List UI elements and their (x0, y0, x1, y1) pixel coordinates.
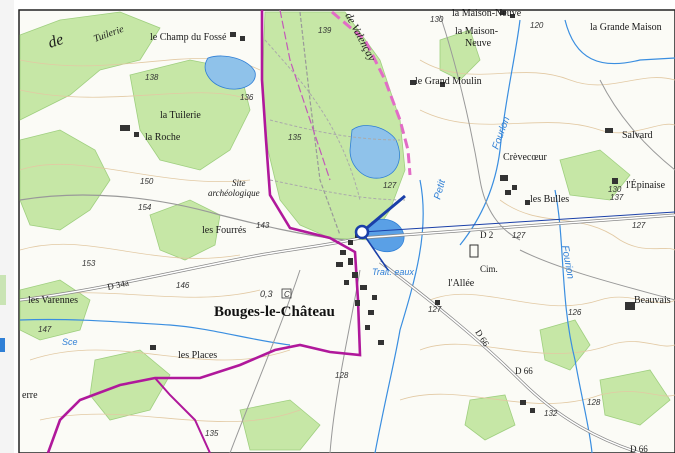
label-site: Site (232, 178, 246, 188)
label-erre: erre (22, 390, 38, 401)
svg-text:128: 128 (587, 398, 601, 407)
svg-text:135: 135 (288, 133, 302, 142)
label-cim: Cim. (480, 264, 498, 274)
label-le-champ-du-fosse: le Champ du Fossé (150, 32, 227, 43)
left-panel-fragment (0, 338, 5, 352)
label-town: Bouges-le-Château (214, 304, 335, 320)
svg-text:146: 146 (176, 281, 190, 290)
svg-text:127: 127 (428, 305, 442, 314)
label-de: de (46, 31, 66, 52)
label-la-roche: la Roche (145, 132, 181, 143)
label-zero-three: 0,3 (260, 289, 273, 299)
left-neighbor-panel (0, 0, 14, 453)
svg-text:130: 130 (608, 185, 622, 194)
svg-text:127: 127 (383, 181, 397, 190)
forest-areas (19, 11, 671, 451)
label-d66-b: D 66 (515, 366, 533, 376)
roads (19, 11, 675, 453)
svg-text:138: 138 (145, 73, 159, 82)
lake-forest (349, 125, 400, 179)
svg-text:C: C (284, 290, 290, 299)
elevation-labels: 130 120 139 138 136 135 127 150 154 143 … (38, 15, 646, 438)
label-sce: Sce (62, 337, 78, 347)
label-la-maison: la Maison- (455, 26, 498, 37)
label-neuve: Neuve (465, 38, 492, 49)
svg-text:135: 135 (205, 429, 219, 438)
rivers (19, 19, 675, 453)
svg-text:150: 150 (140, 177, 154, 186)
church-icon (281, 288, 292, 299)
svg-text:154: 154 (138, 203, 152, 212)
label-trait-eaux: Trait. eaux (372, 267, 414, 277)
svg-text:139: 139 (318, 26, 332, 35)
svg-text:130: 130 (430, 15, 444, 24)
svg-text:136: 136 (240, 93, 254, 102)
label-d2: D 2 (480, 230, 493, 240)
forest-boundary (331, 10, 412, 176)
label-le-grand-moulin: le Grand Moulin (415, 76, 482, 87)
map-border (18, 9, 675, 453)
buildings (120, 10, 635, 413)
label-les-fourres: les Fourrés (202, 225, 246, 236)
label-l-epinaise: l'Épinaise (626, 179, 666, 191)
svg-text:127: 127 (512, 231, 526, 240)
svg-text:137: 137 (610, 193, 624, 202)
label-l-allee: l'Allée (448, 278, 475, 289)
admin-boundary (46, 9, 362, 453)
label-petit: Petit (432, 177, 448, 200)
label-les-varennes: les Varennes (28, 295, 78, 306)
label-archeologique: archéologique (208, 188, 260, 198)
location-pin-icon (354, 224, 370, 240)
svg-text:127: 127 (632, 221, 646, 230)
svg-text:143: 143 (256, 221, 270, 230)
svg-text:120: 120 (530, 21, 544, 30)
label-les-places: les Places (178, 350, 217, 361)
label-beauvais: Beauvais (634, 295, 671, 306)
label-la-maison-neuve: la Maison-Neuve (452, 8, 522, 19)
svg-text:128: 128 (335, 371, 349, 380)
svg-text:132: 132 (544, 409, 558, 418)
left-panel-fragment (0, 275, 6, 305)
label-d66-c: D 66 (630, 444, 648, 453)
label-la-tuilerie: la Tuilerie (160, 110, 201, 121)
location-marker[interactable] (354, 194, 675, 271)
label-la-grande-maison: la Grande Maison (590, 22, 662, 33)
svg-text:153: 153 (82, 259, 96, 268)
label-les-bulles: les Bulles (530, 194, 569, 205)
svg-text:147: 147 (38, 325, 52, 334)
lake-west (204, 55, 256, 90)
label-crevecoeur: Crèvecœur (503, 152, 548, 163)
label-d348: D 34a (106, 278, 129, 292)
label-salvard: Salvard (622, 130, 653, 141)
svg-text:126: 126 (568, 308, 582, 317)
